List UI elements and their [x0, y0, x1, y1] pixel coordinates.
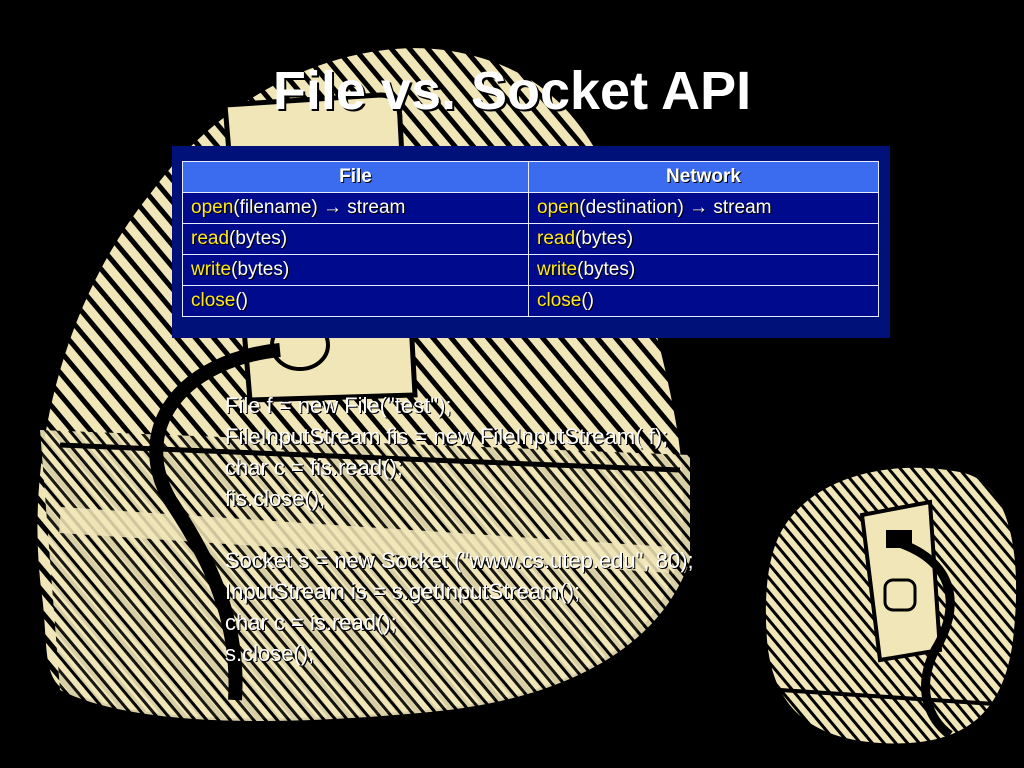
column-header-network: Network: [528, 161, 879, 193]
code-example-block: File f = new File("test"); FileInputStre…: [225, 390, 694, 669]
function-signature: (): [581, 290, 595, 311]
table-cell: close(): [528, 285, 879, 317]
function-keyword: write: [537, 259, 578, 280]
table-cell: open(destination) → stream: [528, 192, 879, 224]
table-row: close() close(): [182, 285, 879, 317]
code-line: Socket s = new Socket ("www.cs.utep.edu"…: [225, 548, 694, 573]
function-keyword: close: [537, 290, 582, 311]
api-comparison-table: File Network open(filename) → stream ope…: [182, 161, 879, 317]
function-keyword: open: [191, 197, 234, 218]
function-signature: (filename) → stream: [233, 197, 406, 218]
function-keyword: read: [537, 228, 576, 249]
code-line: FileInputStream fis = new FileInputStrea…: [225, 424, 669, 449]
function-keyword: read: [191, 228, 230, 249]
code-line: File f = new File("test");: [225, 393, 452, 418]
table-cell: read(bytes): [528, 223, 879, 255]
function-keyword: write: [191, 259, 232, 280]
table-row: write(bytes) write(bytes): [182, 254, 879, 286]
function-signature: (bytes): [229, 228, 288, 249]
table-cell: write(bytes): [528, 254, 879, 286]
table-cell: write(bytes): [182, 254, 529, 286]
table-header-row: File Network: [182, 161, 879, 193]
table-row: open(filename) → stream open(destination…: [182, 192, 879, 224]
function-signature: (bytes): [577, 259, 636, 280]
code-spacer: [225, 514, 694, 545]
table-cell: read(bytes): [182, 223, 529, 255]
function-keyword: close: [191, 290, 236, 311]
code-line: fis.close();: [225, 486, 326, 511]
function-signature: (bytes): [575, 228, 634, 249]
table-cell: open(filename) → stream: [182, 192, 529, 224]
table-cell: close(): [182, 285, 529, 317]
column-header-file: File: [182, 161, 529, 193]
api-comparison-panel: File Network open(filename) → stream ope…: [172, 146, 890, 338]
code-line: s.close();: [225, 641, 315, 666]
slide-title: File vs. Socket API: [272, 61, 752, 121]
code-line: InputStream is = s.getInputStream();: [225, 579, 581, 604]
table-row: read(bytes) read(bytes): [182, 223, 879, 255]
code-line: char c = fis.read();: [225, 455, 403, 480]
function-signature: (bytes): [231, 259, 290, 280]
function-signature: (destination) → stream: [579, 197, 772, 218]
code-line: char c = is.read();: [225, 610, 397, 635]
function-signature: (): [235, 290, 249, 311]
function-keyword: open: [537, 197, 580, 218]
